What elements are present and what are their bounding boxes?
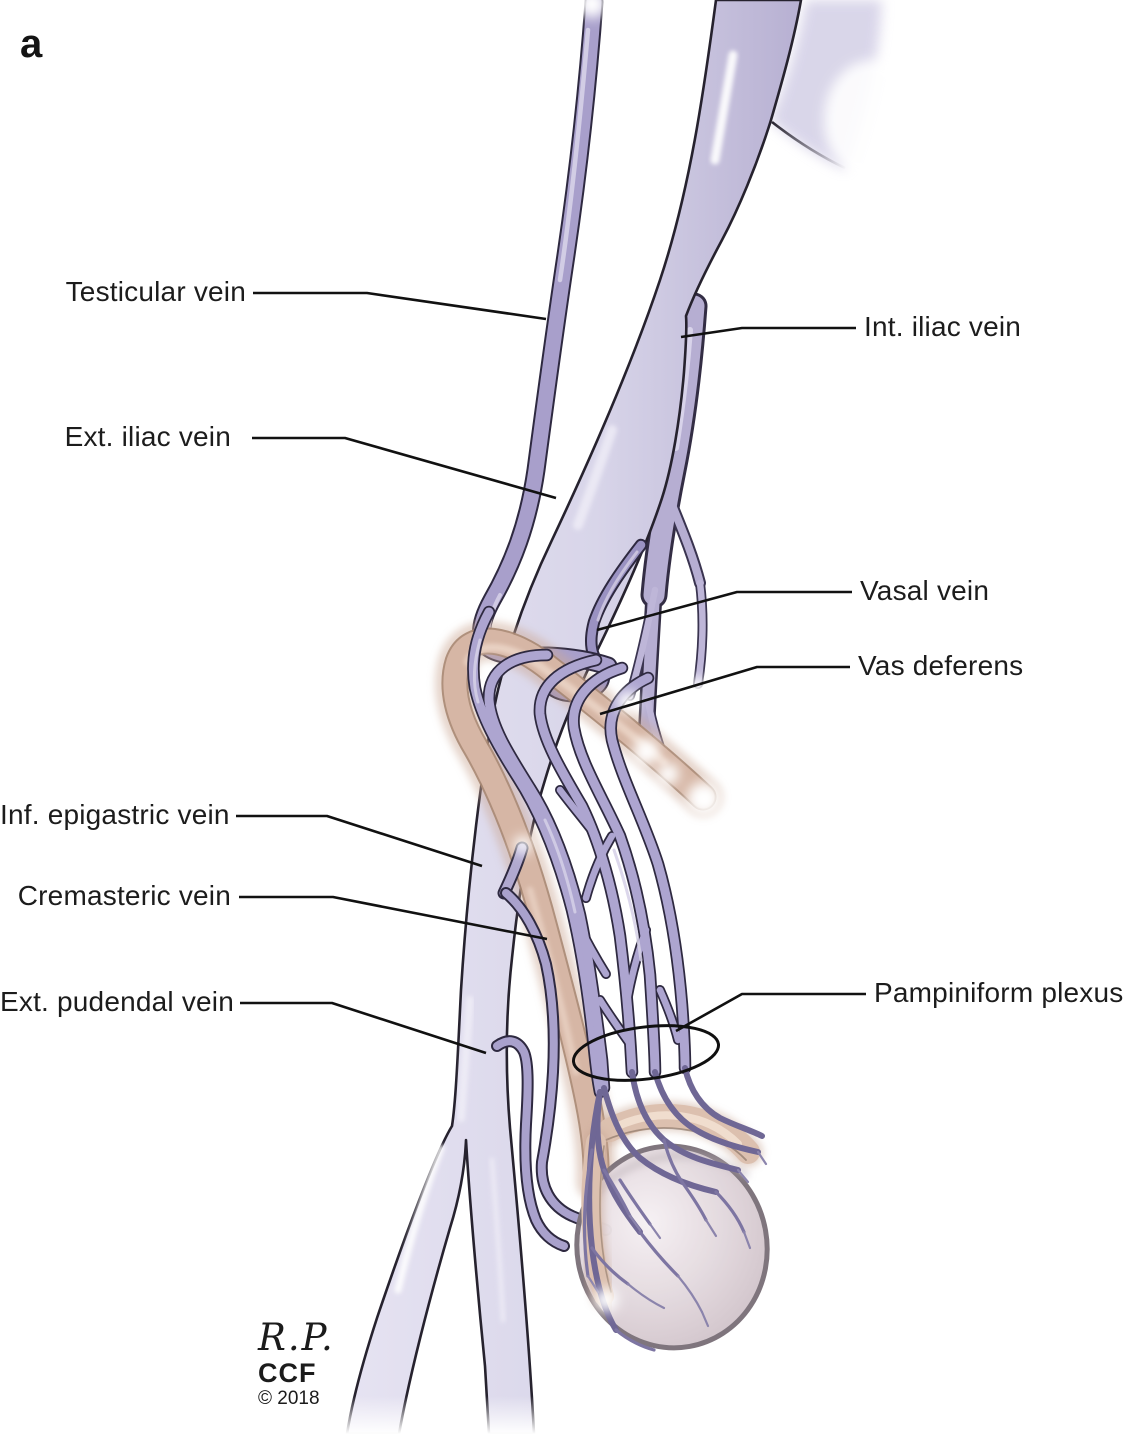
external-iliac-vein-vessel bbox=[345, 0, 803, 1434]
leader-ext-pudendal-vein bbox=[240, 1001, 487, 1055]
fade-overlays bbox=[330, 0, 920, 1434]
external-pudendal-vein-vessel bbox=[491, 1035, 570, 1252]
signature-initials: R.P. bbox=[258, 1316, 335, 1359]
vessel-highlights bbox=[394, 50, 738, 1323]
leader-testicular-vein bbox=[253, 291, 547, 321]
artist-signature: R.P. CCF © 2018 bbox=[258, 1318, 418, 1410]
signature-year: © 2018 bbox=[258, 1388, 320, 1409]
spermatic-cord-veins bbox=[467, 605, 692, 1099]
label-testicular-vein: Testicular vein bbox=[65, 276, 246, 307]
leader-vas-deferens bbox=[599, 665, 850, 716]
signature-credit: CCF bbox=[258, 1358, 317, 1388]
leader-pampiniform-plexus bbox=[675, 992, 866, 1033]
cremasteric-vein-vessel bbox=[500, 887, 612, 1236]
leader-ext-iliac-vein bbox=[252, 436, 557, 500]
leader-lines bbox=[236, 291, 866, 1055]
label-vas-deferens: Vas deferens bbox=[858, 650, 1024, 681]
label-ext-pudendal-vein: Ext. pudendal vein bbox=[0, 986, 234, 1017]
label-vasal-vein: Vasal vein bbox=[860, 575, 990, 606]
leader-vasal-vein bbox=[596, 590, 852, 632]
label-inf-epigastric-vein: Inf. epigastric vein bbox=[0, 799, 230, 830]
leader-inf-epigastric-vein bbox=[236, 814, 483, 868]
pampiniform-plexus-circle-annotation bbox=[571, 1024, 721, 1082]
label-pampiniform-plexus: Pampiniform plexus bbox=[874, 977, 1124, 1008]
leader-int-iliac-vein bbox=[680, 326, 856, 339]
label-int-iliac-vein: Int. iliac vein bbox=[864, 311, 1022, 342]
panel-letter: a bbox=[20, 22, 43, 66]
label-cremasteric-vein: Cremasteric vein bbox=[17, 880, 231, 911]
label-ext-iliac-vein: Ext. iliac vein bbox=[64, 421, 231, 452]
leader-cremasteric-vein bbox=[239, 895, 548, 941]
